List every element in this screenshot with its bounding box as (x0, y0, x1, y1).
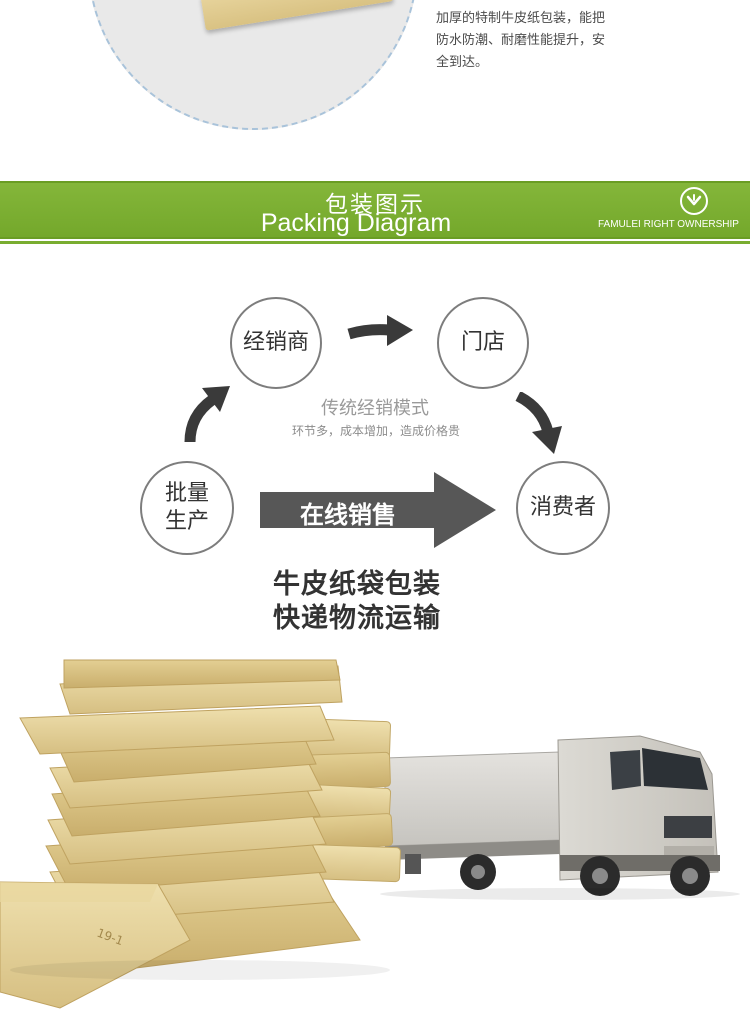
delivery-truck (380, 735, 740, 900)
arrow-up-right-icon (184, 386, 230, 443)
node-dealer-label: 经销商 (242, 330, 309, 355)
banner-divider (0, 241, 750, 244)
shipping-line-logistics: 快递物流运输 (273, 603, 441, 634)
banner-title-en: Packing Diagram (260, 209, 452, 237)
arrow-right-icon (347, 315, 413, 346)
top-product-section: 加厚的特制牛皮纸包装，能把 防水防潮、耐磨性能提升，安 全到达。 (0, 0, 750, 175)
shipping-line-packaging: 牛皮纸袋包装 (273, 569, 441, 600)
node-batch-production: 批量 生产 (140, 461, 234, 555)
chevron-down-circle-icon (680, 187, 708, 215)
logistics-illustration: 19-1 (0, 659, 740, 1009)
kraft-envelope-stack: 19-1 (0, 659, 401, 1009)
section-banner: 包装图示 Packing Diagram FAMULEI RIGHT OWNER… (0, 177, 750, 245)
node-batch-label-line1: 批量 (164, 481, 209, 506)
product-description: 加厚的特制牛皮纸包装，能把 防水防潮、耐磨性能提升，安 全到达。 (436, 8, 646, 74)
banner-title-cn: 包装图示 (325, 192, 425, 218)
node-dealer: 经销商 (230, 297, 322, 389)
arrow-down-right-icon (515, 392, 562, 454)
description-line: 加厚的特制牛皮纸包装，能把 (436, 11, 606, 26)
online-sales-label: 在线销售 (300, 500, 396, 529)
banner-stripe (0, 181, 750, 239)
banner-brand-text: FAMULEI RIGHT OWNERSHIP (598, 219, 739, 230)
node-store: 门店 (437, 297, 529, 389)
traditional-model-title: 传统经销模式 (321, 398, 429, 419)
kraft-package-image (200, 0, 394, 31)
product-circle-image (88, 0, 418, 130)
node-consumer-label: 消费者 (529, 495, 596, 520)
node-consumer: 消费者 (516, 461, 610, 555)
node-store-label: 门店 (460, 330, 505, 355)
traditional-model-note: 环节多，成本增加，造成价格贵 (291, 424, 460, 438)
online-sales-arrow (260, 472, 496, 548)
description-line: 全到达。 (436, 55, 489, 70)
node-batch-label-line2: 生产 (164, 509, 209, 534)
description-line: 防水防潮、耐磨性能提升，安 (436, 33, 606, 48)
